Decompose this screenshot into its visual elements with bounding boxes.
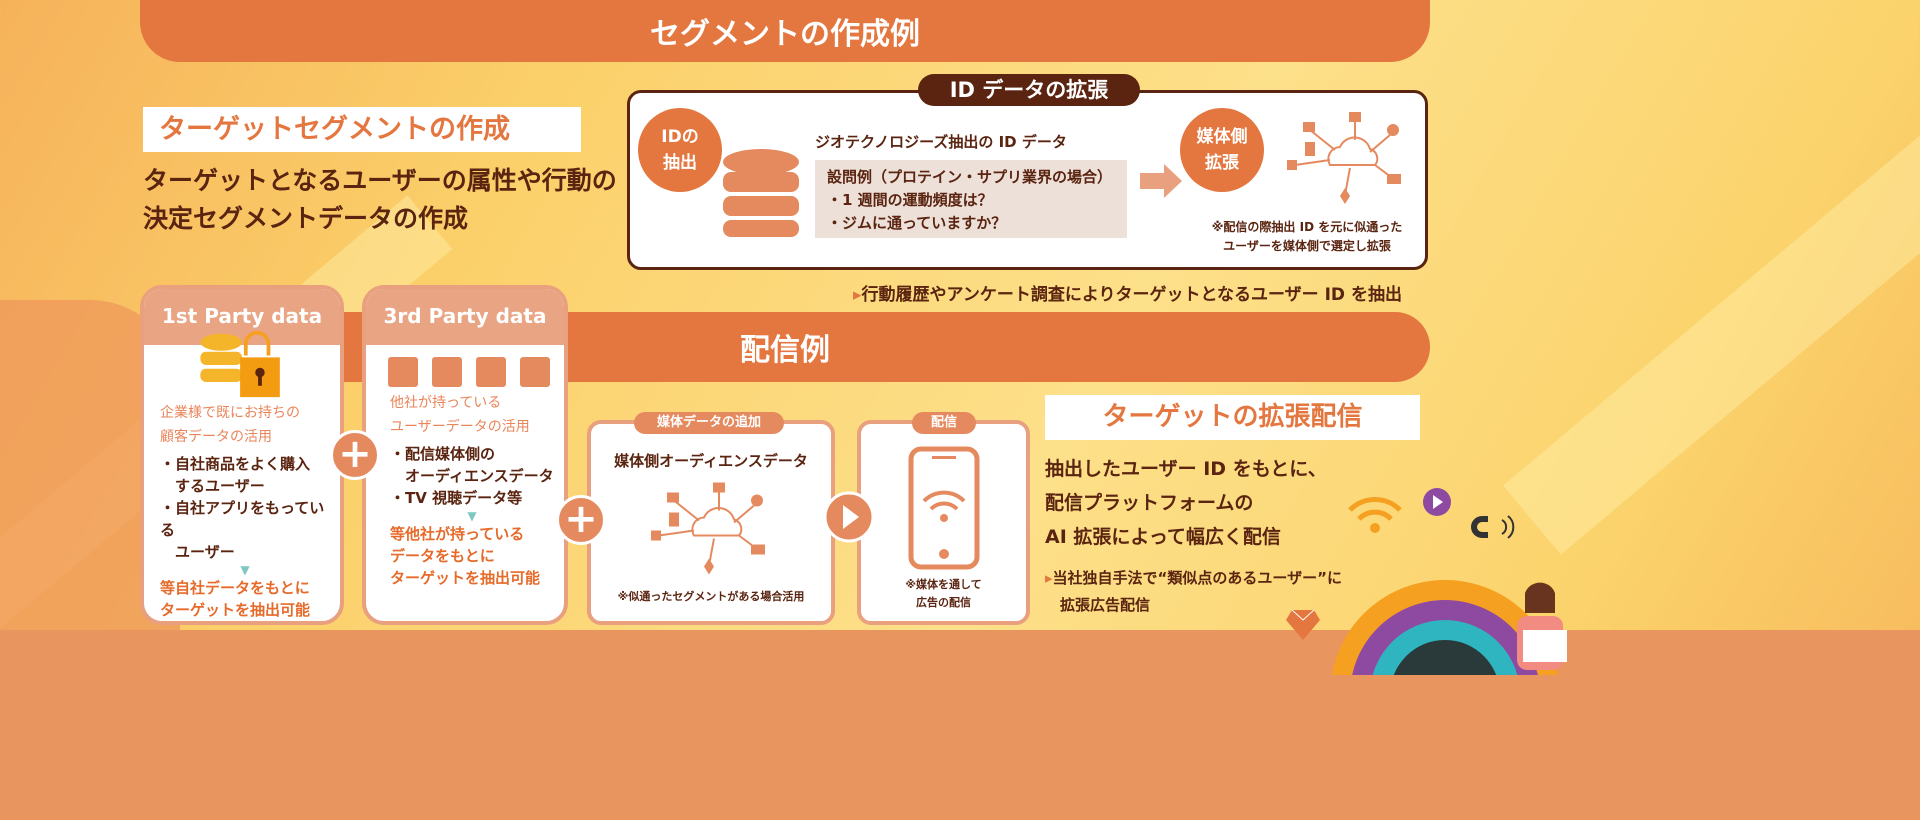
expansion-note: ▸当社独自手法で“類似点のあるユーザー”に拡張広告配信 [1045,569,1342,614]
id-extract-circle: IDの抽出 [638,108,722,192]
header-banner: セグメントの作成例 [140,0,1430,62]
media-expand-note: ※配信の際抽出 ID を元に似通ったユーザーを媒体側で選定し拡張 [1192,218,1422,256]
expansion-heading: ターゲットの拡張配信 [1045,395,1420,440]
card-note: ※似通ったセグメントがある場合活用 [617,590,805,603]
card-items: ・自社商品をよく購入 するユーザー・自社アプリをもっている ユーザー [160,455,325,561]
card-result: 等他社が持っているデータをもとにターゲットを抽出可能 [390,525,541,587]
arrow-down-icon: ▼ [240,563,250,577]
delivery-banner: 配信例 [140,312,1430,382]
play-icon [823,491,875,543]
card-subtitle: 企業様で既にお持ちの顧客データの活用 [160,405,300,445]
delivery-card: ※媒体を通して広告の配信 [857,420,1030,625]
contact-book-icon [432,357,462,387]
target-segment-heading: ターゲットセグメントの作成 [143,107,581,152]
note-line: ※配信の際抽出 ID を元に似通った [1211,220,1403,234]
delivery-title: 配信例 [740,333,830,368]
database-lock-icon [200,330,280,398]
card-title: 1st Party data [144,289,340,345]
target-graphic [1331,580,1559,675]
extract-note: ▸行動履歴やアンケート調査によりターゲットとなるユーザー ID を抽出 [853,285,1402,305]
card-items: ・配信媒体側の オーディエンスデータ・TV 視聴データ等 [390,445,554,507]
chart-icon [476,357,506,387]
network-cloud-icon [650,482,765,575]
arrow-down-icon: ▼ [467,509,477,523]
plus-icon: + [556,495,606,545]
card-title: 3rd Party data [366,289,564,345]
wifi-icon [1348,497,1402,533]
person-illustration [1517,582,1567,670]
arrow-right-icon [1140,164,1182,198]
media-data-label: 媒体データの追加 [634,412,784,434]
users-icon [388,357,418,387]
data-source-icons [366,345,564,387]
network-cloud-icon [1287,112,1401,204]
target-segment-desc: ターゲットとなるユーザーの属性や行動の 決定セグメントデータの作成 [143,162,617,238]
question-box: 設問例（プロテイン・サプリ業界の場合） ・1 週間の運動頻度は？ ・ジムに通って… [815,160,1127,238]
desc-line: 決定セグメントデータの作成 [143,204,469,233]
gem-icon [1286,610,1320,640]
smartphone-wifi-icon [908,446,979,570]
plus-icon: + [330,430,380,480]
delivery-label: 配信 [912,412,976,434]
media-data-card: 媒体側オーディエンスデータ ※似通ったセグメントがある場合活用 [587,420,835,625]
browser-icon [520,357,550,387]
note-line: ユーザーを媒体側で選定し拡張 [1223,239,1391,253]
first-party-card: 1st Party data 企業様で既にお持ちの顧客データの活用 ・自社商品を… [140,285,344,625]
card-result: 等自社データをもとにターゲットを抽出可能 [160,579,311,619]
play-badge-icon [1423,488,1451,516]
database-icon [723,149,799,237]
desc-line: ターゲットとなるユーザーの属性や行動の [143,166,617,195]
id-data-heading: ジオテクノロジーズ抽出の ID データ [815,133,1067,151]
magnet-icon [1471,515,1515,539]
question-line: ・1 週間の運動頻度は？ [827,191,993,209]
question-line: 設問例（プロテイン・サプリ業界の場合） [827,168,1113,186]
third-party-card: 3rd Party data 他社が持っているユーザーデータの活用 ・配信媒体側… [362,285,568,625]
question-line: ・ジムに通っていますか？ [827,214,1007,232]
media-expand-circle: 媒体側拡張 [1180,108,1264,192]
id-data-label: ID データの拡張 [918,74,1140,106]
page-title: セグメントの作成例 [650,17,920,52]
card-note: ※媒体を通して広告の配信 [905,578,982,609]
card-heading: 媒体側オーディエンスデータ [614,452,808,470]
card-subtitle: 他社が持っているユーザーデータの活用 [390,395,530,435]
